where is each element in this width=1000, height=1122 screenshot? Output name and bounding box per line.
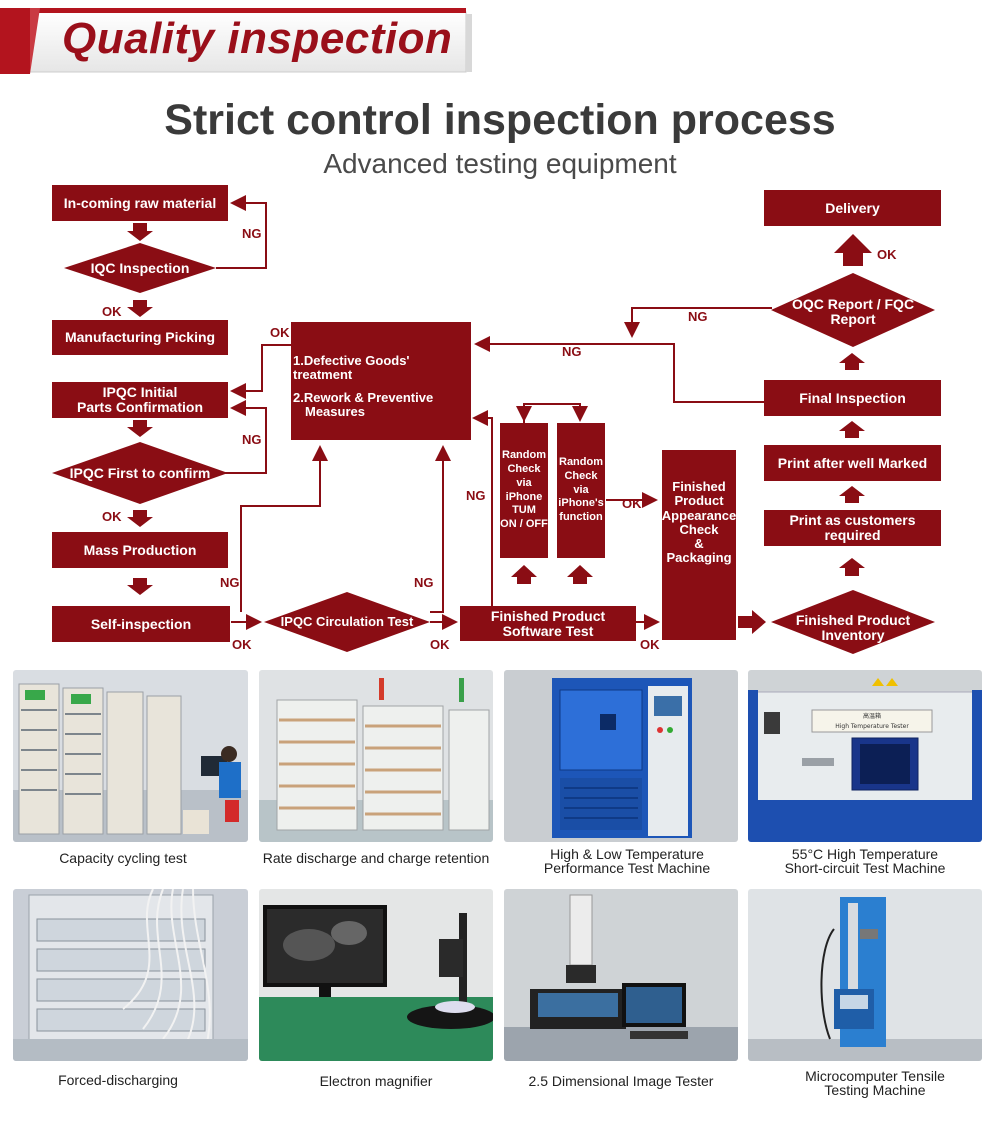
inventory-line-1: Finished Product [795, 612, 911, 629]
decision-ipqc-circulation: IPQC Circulation Test [280, 614, 414, 630]
step-software-test: Finished Product Software Test [460, 606, 636, 641]
random-func-line: Random [559, 456, 603, 469]
random-func-line: via [573, 483, 589, 496]
step-incoming-raw-material: In-coming raw material [52, 185, 228, 221]
photo-rate-discharge [259, 670, 493, 842]
caption-line: Microcomputer Tensile [805, 1068, 945, 1084]
random-tum-line: TUM [512, 504, 536, 517]
caption-short-circuit: 55°C High Temperature Short-circuit Test… [748, 847, 982, 875]
software-test-line-2: Software Test [502, 622, 594, 639]
appearance-line: Check [679, 521, 719, 537]
defective-line-1: 1.Defective Goods' treatment [293, 353, 410, 382]
ok-label: OK [430, 637, 450, 652]
ok-label: OK [270, 325, 290, 340]
oqc-line-1: OQC Report / FQC [791, 296, 915, 313]
ipqc-initial-line-1: IPQC Initial [102, 384, 178, 401]
step-random-check-function: Random Check via iPhone's function [557, 423, 605, 558]
appearance-line: Product [674, 493, 724, 509]
random-tum-line: Random [502, 449, 546, 462]
ng-label: NG [466, 488, 486, 503]
caption-line: High & Low Temperature [550, 846, 704, 862]
caption-line: 55°C High Temperature [791, 846, 939, 862]
random-func-line: function [559, 511, 603, 524]
caption-line: Short-circuit Test Machine [784, 860, 946, 876]
random-func-line: Check [564, 469, 598, 482]
step-mass-production: Mass Production [52, 532, 228, 568]
ok-label: OK [640, 637, 660, 652]
decision-iqc-inspection: IQC Inspection [90, 259, 190, 276]
oqc-line-2: Report [830, 311, 876, 327]
random-tum-line: Check [507, 463, 541, 475]
caption-electron-magnifier: Electron magnifier [319, 1073, 433, 1089]
appearance-line: Appearance [661, 507, 737, 523]
appearance-line: Finished [672, 479, 726, 494]
step-defective-treatment: 1.Defective Goods' treatment 2.Rework & … [291, 322, 471, 440]
ng-label: NG [242, 226, 262, 241]
decision-ipqc-first-confirm: IPQC First to confirm [69, 464, 211, 481]
decision-oqc-report: OQC Report / FQC Report [771, 296, 935, 328]
ok-label: OK [102, 304, 122, 319]
ok-label: OK [102, 509, 122, 524]
step-final-inspection: Final Inspection [764, 380, 941, 416]
step-manufacturing-picking: Manufacturing Picking [52, 320, 228, 355]
ng-label: NG [242, 432, 262, 447]
banner-title: Quality inspection [62, 14, 453, 63]
photo-forced-discharging [13, 889, 248, 1061]
ng-label: NG [562, 344, 582, 359]
step-delivery: Delivery [764, 190, 941, 226]
photo-high-low-temperature [504, 670, 738, 842]
caption-capacity-cycling: Capacity cycling test [59, 850, 187, 866]
random-tum-line: via [516, 476, 532, 489]
ng-label: NG [688, 309, 708, 324]
ok-label: OK [622, 496, 642, 511]
photo-capacity-cycling [13, 670, 248, 842]
flowchart-connectors [52, 195, 935, 654]
caption-rate-discharge: Rate discharge and charge retention [262, 850, 490, 866]
ng-label: NG [220, 575, 240, 590]
oven-sign-cn: 高温箱 [863, 712, 881, 720]
defective-line-2: 2.Rework & Preventive [293, 390, 434, 406]
random-tum-line: ON / OFF [500, 518, 548, 530]
step-appearance-check-packaging: Finished Product Appearance Check & Pack… [662, 450, 736, 640]
appearance-line: Packaging [666, 550, 732, 566]
photo-dimensional-image-tester [504, 889, 738, 1061]
page-subtitle: Advanced testing equipment [323, 148, 677, 179]
photo-tensile-testing [748, 889, 982, 1061]
step-print-well-marked: Print after well Marked [764, 445, 941, 481]
ipqc-initial-line-2: Parts Confirmation [76, 399, 203, 415]
caption-image-tester: 2.5 Dimensional Image Tester [528, 1073, 714, 1089]
caption-forced-discharging: Forced-discharging [58, 1072, 178, 1088]
step-ipqc-initial: IPQC Initial Parts Confirmation [52, 382, 228, 418]
ng-label: NG [414, 575, 434, 590]
caption-tensile-testing: Microcomputer Tensile Testing Machine [758, 1069, 992, 1097]
appearance-line: & [694, 536, 704, 552]
random-tum-line: iPhone [505, 490, 543, 503]
banner-ribbon [0, 8, 472, 74]
software-test-line-1: Finished Product [490, 607, 606, 624]
photo-high-temperature-short-circuit: 高温箱 High Temperature Tester [748, 670, 982, 842]
caption-line: Performance Test Machine [543, 860, 711, 876]
ok-label: OK [232, 637, 252, 652]
decision-finished-inventory: Finished Product Inventory [771, 612, 935, 644]
page-title: Strict control inspection process [164, 96, 836, 144]
step-self-inspection: Self-inspection [52, 606, 230, 642]
step-random-check-tum: Random Check via iPhone TUM ON / OFF [500, 423, 548, 558]
caption-high-low-temperature: High & Low Temperature Performance Test … [504, 847, 750, 875]
defective-line-3: Measures [305, 403, 365, 419]
photo-electron-magnifier [259, 889, 493, 1061]
random-func-line: iPhone's [558, 497, 604, 510]
oven-sign-en: High Temperature Tester [835, 723, 909, 730]
caption-line: Testing Machine [824, 1082, 926, 1098]
step-print-customers-required: Print as customers required [764, 510, 941, 546]
ok-label: OK [877, 247, 897, 262]
inventory-line-2: Inventory [821, 627, 885, 643]
